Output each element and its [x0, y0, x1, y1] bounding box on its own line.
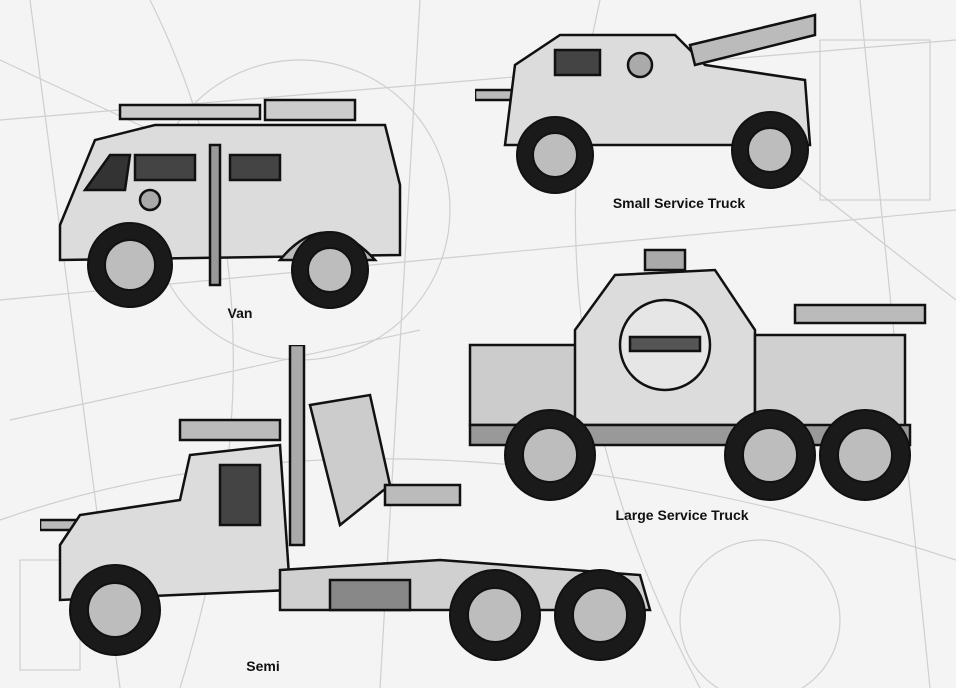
vehicle-label-van: Van: [227, 305, 253, 321]
small-service-truck-illustration: [475, 13, 817, 194]
large-service-truck-illustration: [468, 248, 927, 501]
vehicle-label-semi: Semi: [246, 658, 280, 674]
wheel: [724, 409, 816, 501]
semi-illustration: [40, 345, 652, 661]
wheel: [554, 569, 646, 661]
wheel: [291, 231, 369, 309]
wheel: [449, 569, 541, 661]
wheel: [731, 111, 809, 189]
wheel: [516, 116, 594, 194]
wheel: [69, 564, 161, 656]
vehicle-label-small-service-truck: Small Service Truck: [612, 195, 746, 211]
vehicle-label-large-service-truck: Large Service Truck: [615, 507, 749, 523]
van-illustration: [58, 98, 402, 309]
wheel: [87, 222, 173, 308]
wheel: [504, 409, 596, 501]
wheel: [819, 409, 911, 501]
